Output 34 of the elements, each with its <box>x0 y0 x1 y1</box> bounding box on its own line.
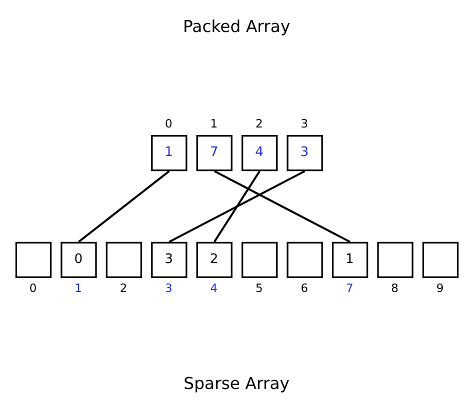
connector <box>168 170 306 243</box>
node-label: 9 <box>436 280 444 295</box>
node-box: 3 <box>151 242 188 278</box>
connector <box>214 170 351 243</box>
node-box: 0 <box>60 242 97 278</box>
node-label: 2 <box>120 280 128 295</box>
node-label: 1 <box>74 280 82 295</box>
node-label: 5 <box>256 280 263 295</box>
node-label: 2 <box>256 116 263 130</box>
label: Packed Array <box>182 17 290 36</box>
node-box <box>242 242 278 278</box>
node-box <box>422 242 459 278</box>
node-label: 3 <box>165 280 172 295</box>
node-box: 2 <box>196 242 232 278</box>
node-label: 8 <box>391 280 398 295</box>
node-box <box>377 242 414 278</box>
node-box <box>106 242 142 278</box>
node-label: 3 <box>300 116 308 130</box>
connector <box>214 170 260 242</box>
node-label: 1 <box>210 116 218 130</box>
node-label: 6 <box>300 280 308 295</box>
node-label: 4 <box>210 280 218 295</box>
node-box: 1 <box>332 242 368 278</box>
label: Sparse Array <box>184 374 290 394</box>
node-label: 0 <box>29 280 37 295</box>
node-box: 3 <box>286 134 323 172</box>
node-box: 1 <box>151 134 188 172</box>
node-box: 4 <box>242 134 278 172</box>
node-box <box>15 242 52 278</box>
node-box <box>286 242 323 278</box>
connector <box>78 170 170 243</box>
node-label: 7 <box>346 280 354 295</box>
node-box: 7 <box>196 134 232 172</box>
node-label: 0 <box>165 116 172 130</box>
